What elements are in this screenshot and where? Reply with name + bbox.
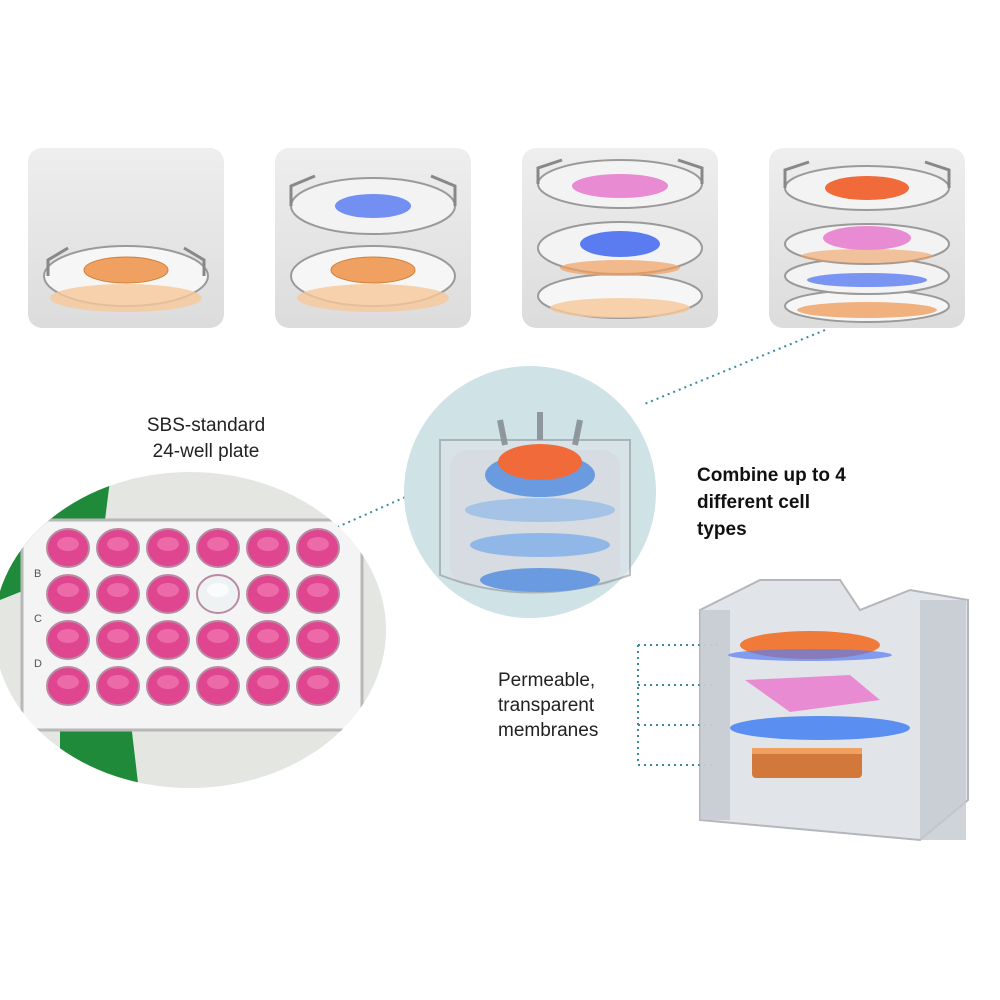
- combine-line-1: Combine up to 4: [697, 465, 846, 486]
- stack-step-2-panel: [275, 148, 471, 328]
- combine-line-3: types: [697, 519, 747, 540]
- combine-cell-types-label: Combine up to 4 different cell types: [697, 462, 917, 543]
- four-layer-insert-illustration: [783, 160, 951, 323]
- plate-title: SBS-standard 24-well plate: [106, 413, 306, 465]
- combine-line-2: different cell: [697, 492, 810, 513]
- connector-plate-to-callout: [221, 494, 411, 579]
- connector-panel-to-callout: [641, 329, 826, 406]
- plate-title-line-2: 24-well plate: [152, 441, 260, 462]
- membranes-label: Permeable, transparent membranes: [498, 668, 638, 743]
- three-layer-insert-illustration: [536, 158, 704, 319]
- membranes-line-1: Permeable,: [498, 670, 596, 691]
- stack-step-1-panel: [28, 148, 224, 328]
- single-layer-insert-illustration: [43, 245, 209, 312]
- membranes-line-2: transparent: [498, 695, 595, 716]
- stack-step-3-panel: [522, 148, 718, 328]
- stack-step-4-panel: [769, 148, 965, 328]
- two-layer-insert-illustration: [289, 174, 457, 312]
- membrane-pointer-lines: [637, 644, 722, 766]
- membranes-line-3: membranes: [498, 720, 599, 741]
- plate-title-line-1: SBS-standard: [146, 415, 266, 436]
